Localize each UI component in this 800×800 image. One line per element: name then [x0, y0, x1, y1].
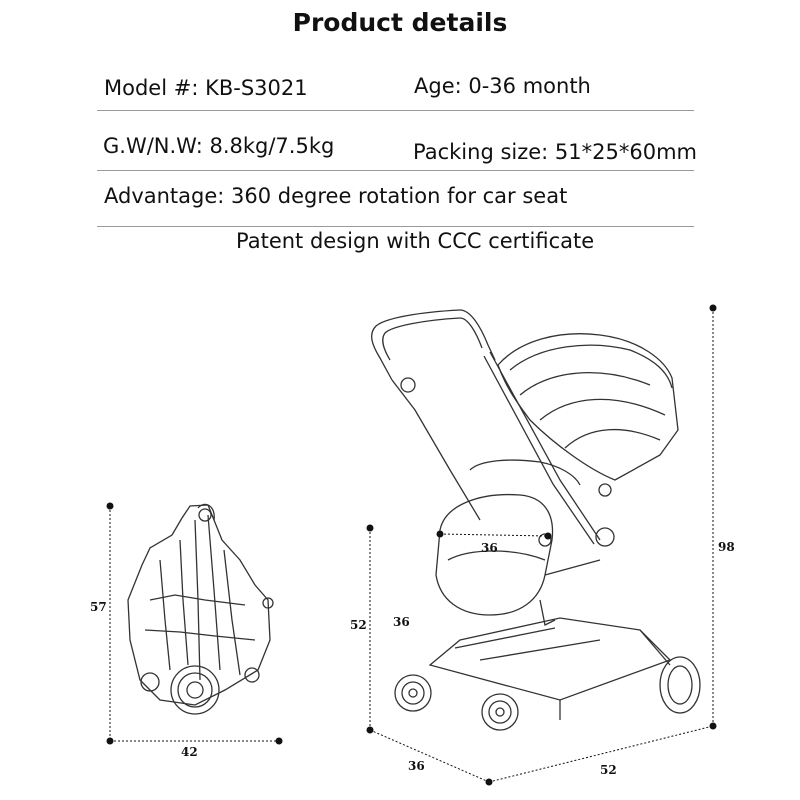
dimension-lines [109, 308, 714, 783]
divider [97, 170, 694, 171]
folded-stroller-illustration [127, 503, 274, 715]
total-height-label: 98 [718, 540, 735, 554]
model-number: Model #: KB-S3021 [104, 76, 308, 100]
divider [97, 110, 694, 111]
weight-spec: G.W/N.W: 8.8kg/7.5kg [103, 134, 335, 158]
base-length-label: 52 [600, 763, 617, 777]
base-depth-label: 36 [408, 759, 425, 773]
open-lower-height-label: 52 [350, 618, 367, 632]
seat-depth-label: 36 [393, 615, 410, 629]
dimension-markers [106, 304, 717, 786]
seat-width-label: 36 [481, 541, 498, 555]
page-title: Product details [292, 8, 508, 37]
folded-height-label: 57 [90, 600, 107, 614]
divider [97, 226, 694, 227]
advantage-text: Advantage: 360 degree rotation for car s… [104, 184, 568, 208]
folded-width-label: 42 [181, 745, 198, 759]
patent-text: Patent design with CCC certificate [236, 229, 595, 253]
packing-size: Packing size: 51*25*60mm [413, 140, 697, 164]
open-stroller-illustration [370, 309, 701, 731]
age-range: Age: 0-36 month [414, 74, 591, 98]
